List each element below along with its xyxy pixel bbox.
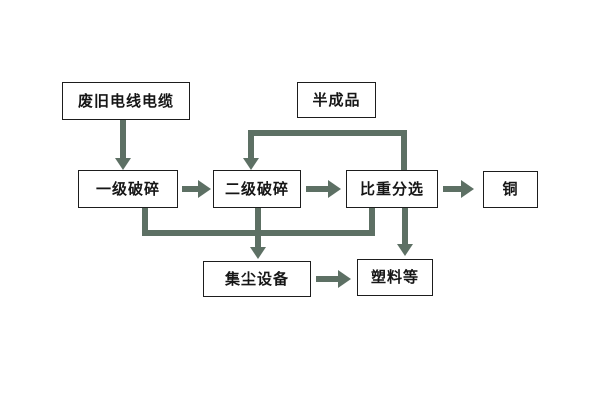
node-dust-collector[interactable]: 集尘设备 xyxy=(203,261,311,297)
arrowhead-source-to-crush1 xyxy=(115,158,131,170)
arrowhead-sort-to-copper xyxy=(461,180,474,198)
node-primary-crushing-label: 一级破碎 xyxy=(95,179,160,198)
node-secondary-crushing[interactable]: 二级破碎 xyxy=(213,170,301,208)
connector-feedback-bus xyxy=(248,130,407,136)
node-plastics-label: 塑料等 xyxy=(370,268,419,286)
connector-crush1-to-crush2 xyxy=(182,186,200,192)
node-plastics[interactable]: 塑料等 xyxy=(357,259,433,296)
arrowhead-crush1-to-crush2 xyxy=(198,180,211,198)
connector-crush2-to-dust xyxy=(255,208,261,250)
arrowhead-crush2-to-dust xyxy=(250,247,266,259)
connector-sort-top-riser xyxy=(401,130,407,172)
arrowhead-sort-to-plastic xyxy=(397,244,413,256)
node-secondary-crushing-label: 二级破碎 xyxy=(224,179,289,198)
node-gravity-separation[interactable]: 比重分选 xyxy=(346,170,438,208)
node-waste-cable-label: 废旧电线电缆 xyxy=(77,91,174,110)
connector-crush1-bottom-drop xyxy=(142,208,148,236)
node-gravity-separation-label: 比重分选 xyxy=(359,179,424,198)
node-primary-crushing[interactable]: 一级破碎 xyxy=(78,170,178,208)
arrowhead-crush2-to-sort xyxy=(328,180,341,198)
node-copper[interactable]: 铜 xyxy=(483,171,538,208)
connector-sort-bottom-drop xyxy=(369,208,375,236)
arrowhead-dust-to-plastic xyxy=(338,270,351,288)
connector-sort-to-copper xyxy=(443,186,463,192)
connector-sort-to-plastic xyxy=(402,208,408,246)
node-dust-collector-label: 集尘设备 xyxy=(224,269,289,288)
connector-crush2-to-sort xyxy=(306,186,330,192)
connector-feedback-drop-to-crush2 xyxy=(248,130,254,162)
node-semi-finished[interactable]: 半成品 xyxy=(297,82,376,118)
node-semi-finished-label: 半成品 xyxy=(312,90,361,109)
connector-source-to-crush1 xyxy=(120,120,126,162)
node-copper-label: 铜 xyxy=(502,180,519,198)
connector-dust-to-plastic xyxy=(316,276,340,282)
node-waste-cable[interactable]: 废旧电线电缆 xyxy=(62,82,190,120)
arrowhead-feedback-to-crush2 xyxy=(243,158,259,170)
